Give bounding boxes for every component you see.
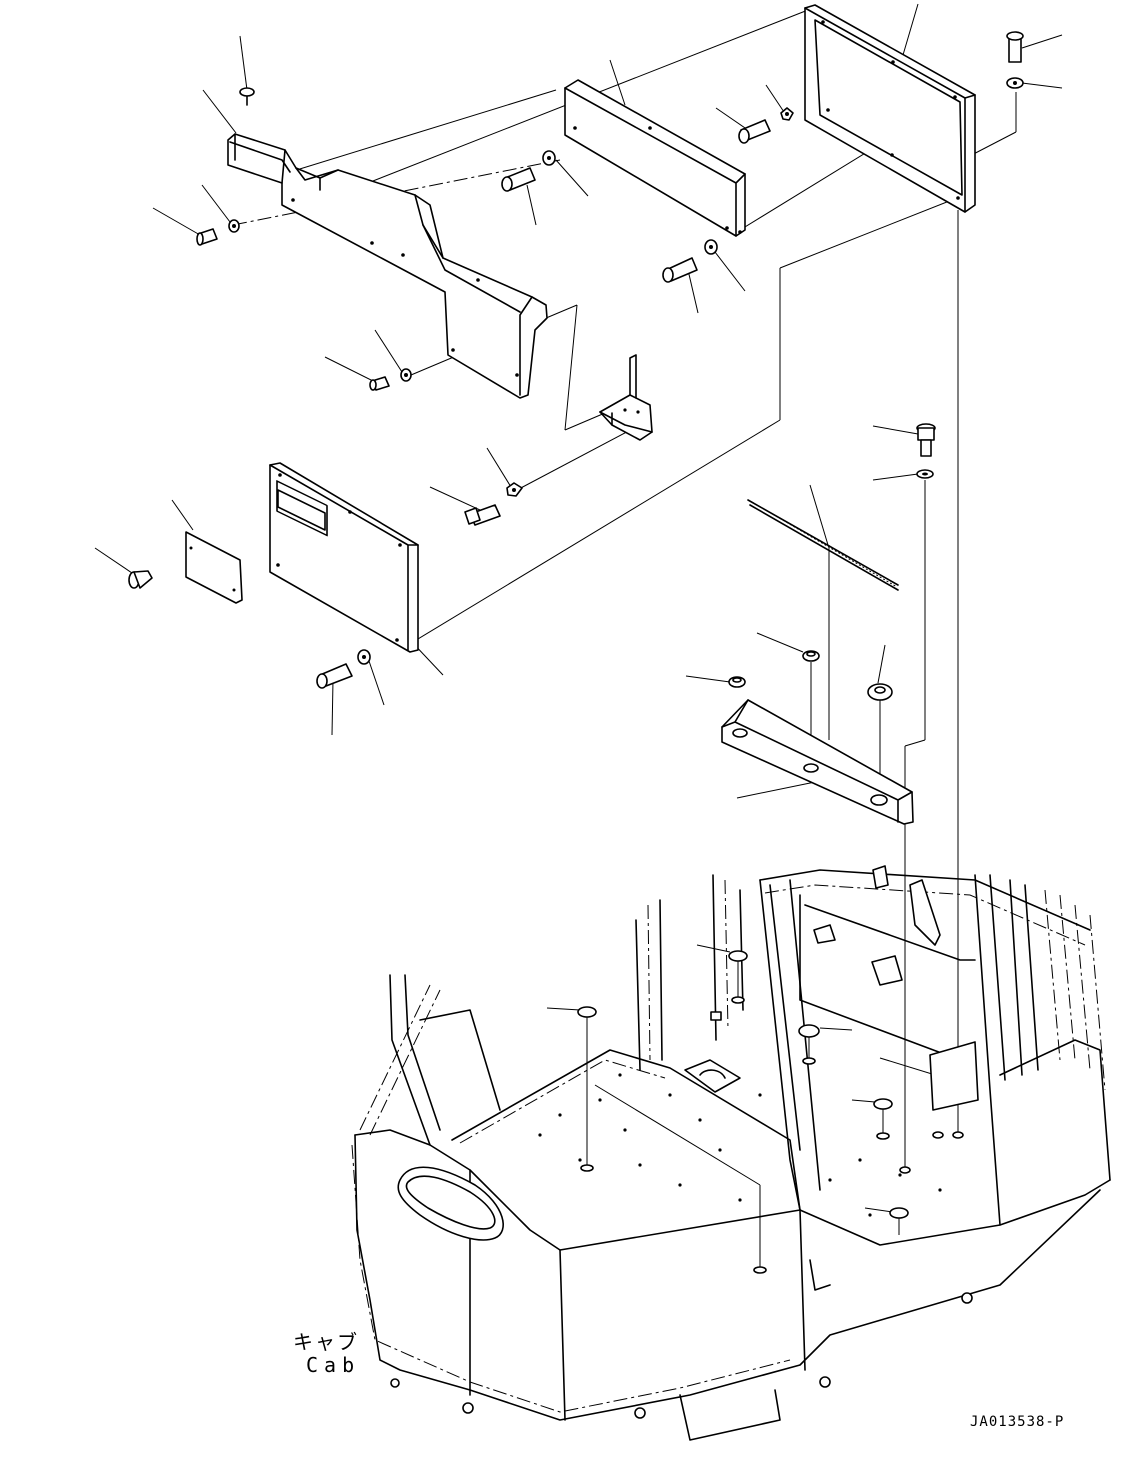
upper-middle-plate <box>564 79 746 237</box>
bolt-group-mid <box>464 482 523 526</box>
knob-screw <box>128 570 153 589</box>
bolt-group-lower-left <box>316 649 371 689</box>
long-side-cover <box>227 133 548 399</box>
drawing-number: JA013538-P <box>970 1414 1065 1430</box>
rivet-top <box>239 87 255 106</box>
floor-holes <box>538 1073 942 1217</box>
seal-strip <box>747 499 899 591</box>
bolt-group-right <box>916 423 936 479</box>
bolt-group-left <box>196 219 412 391</box>
cab-label-japanese: キャブ <box>293 1330 359 1354</box>
name-plate <box>185 531 243 604</box>
angle-bracket <box>721 699 914 825</box>
left-box-panel <box>269 462 419 653</box>
bolt-group-top-right <box>1006 31 1024 89</box>
leader-lines <box>94 3 1063 1213</box>
cab-body <box>351 865 1111 1441</box>
small-bracket <box>599 354 653 441</box>
bracket-washers <box>728 650 893 701</box>
cab-plugs <box>577 950 964 1274</box>
bolt-group-upper-middle <box>501 107 794 283</box>
cab-label-english: Cab <box>306 1353 361 1377</box>
upper-right-frame <box>804 4 976 213</box>
